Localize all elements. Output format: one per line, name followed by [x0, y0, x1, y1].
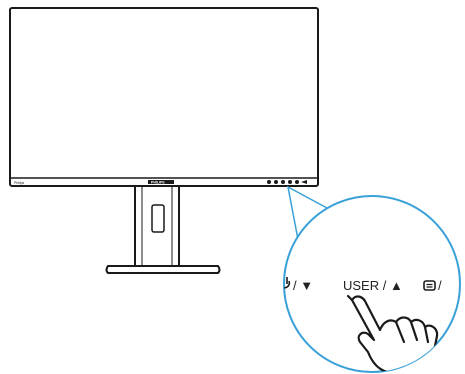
monitor-bezel [9, 7, 319, 187]
stand-base [105, 265, 221, 274]
callout-right-label: / [438, 278, 442, 293]
menu-icon [423, 280, 436, 291]
monitor-stand [105, 185, 221, 274]
callout-magnifier: / ▼ USER / ▲ / [283, 195, 461, 373]
model-label: Philips [14, 181, 25, 185]
callout-left-label: / ▼ [293, 278, 313, 293]
cable-slot [151, 204, 165, 233]
power-icon [284, 277, 291, 289]
brand-logo: PHILIPS [151, 181, 165, 185]
power-button[interactable] [301, 180, 307, 184]
control-buttons [267, 180, 307, 184]
callout-center-label: USER / ▲ [343, 278, 403, 293]
control-button[interactable] [288, 180, 292, 184]
monitor: Philips PHILIPS [9, 7, 319, 187]
control-button[interactable] [281, 180, 285, 184]
control-button[interactable] [274, 180, 278, 184]
control-button[interactable] [295, 180, 299, 184]
brand-badge [148, 180, 174, 184]
hand-pointer-icon [346, 294, 439, 372]
control-button[interactable] [267, 180, 271, 184]
